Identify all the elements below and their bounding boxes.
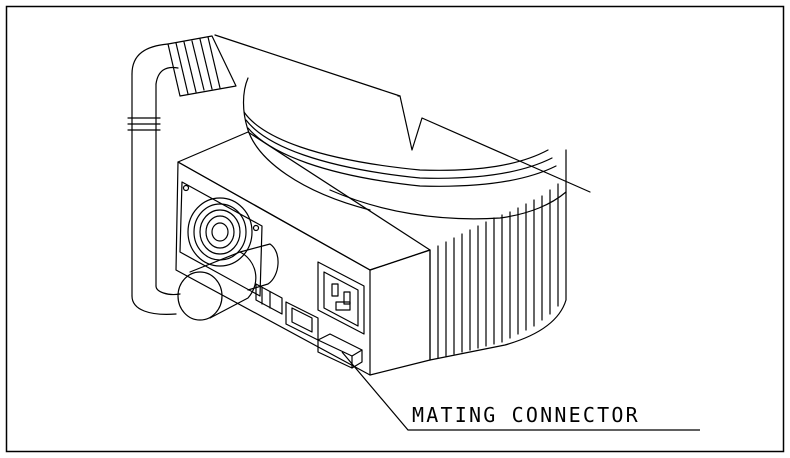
controller-box xyxy=(175,131,431,376)
drawing-border xyxy=(5,5,785,453)
mating-connector xyxy=(317,333,363,369)
fan-grill xyxy=(179,181,263,297)
vent-hose xyxy=(127,35,279,321)
terminal-block xyxy=(255,283,283,315)
callout-leader xyxy=(341,351,700,431)
callout-label: MATING CONNECTOR xyxy=(412,403,640,427)
power-inlet xyxy=(317,261,365,335)
serial-port xyxy=(285,301,319,341)
pump-housing xyxy=(214,34,591,361)
